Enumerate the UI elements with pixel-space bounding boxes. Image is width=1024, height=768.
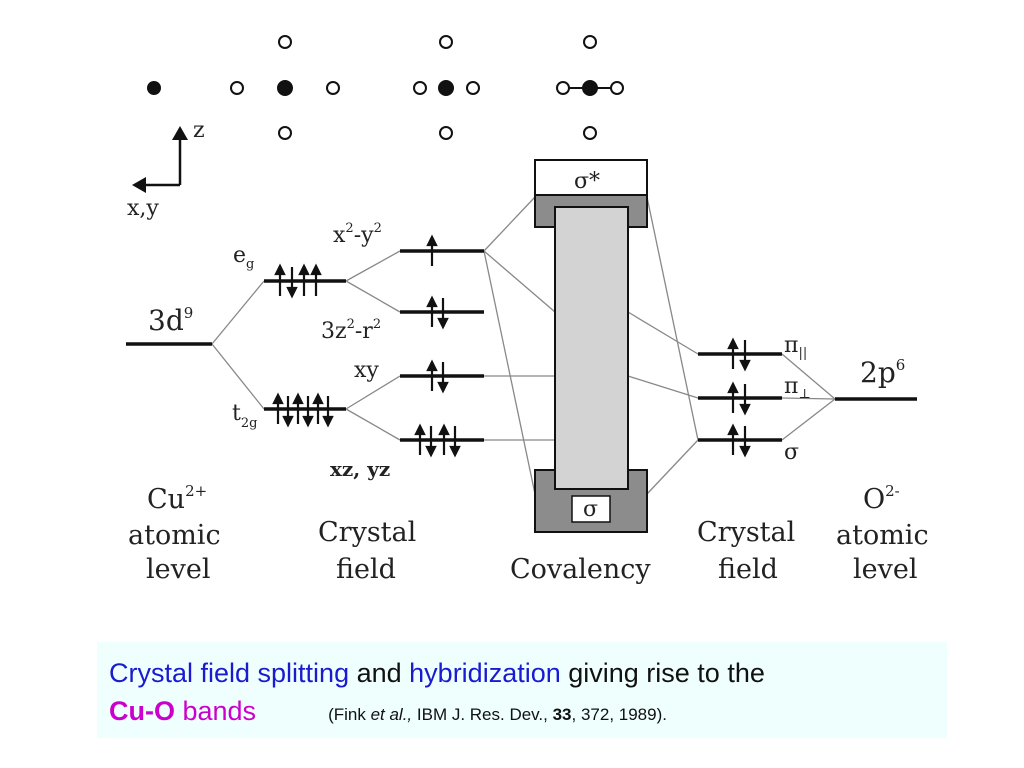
svg-text:π||: π|| — [784, 333, 807, 361]
crystal-field-diagram: z x,y 3d9 eg — [126, 35, 929, 585]
svg-text:xy: xy — [354, 358, 379, 383]
svg-text:Crystal: Crystal — [318, 517, 416, 548]
eg-level: eg — [233, 243, 346, 299]
svg-text:field: field — [718, 554, 778, 585]
o-atomic-caption: O2- atomic level — [836, 482, 929, 585]
svg-text:level: level — [146, 554, 210, 585]
caption-box: Crystal field splitting and hybridizatio… — [97, 642, 947, 738]
svg-text:Crystal: Crystal — [697, 517, 795, 548]
caption-line-2: Cu-O bands(Fink et al., IBM J. Res. Dev.… — [109, 696, 667, 726]
orbital-sketch-compressed — [413, 35, 480, 140]
x2y2-level: x2-y2 — [333, 221, 484, 266]
svg-text:Cu2+: Cu2+ — [147, 482, 207, 515]
svg-text:σ: σ — [784, 440, 799, 465]
cu-atomic-caption: Cu2+ atomic level — [128, 482, 221, 585]
covalency-caption: Covalency — [510, 554, 651, 585]
svg-text:t2g: t2g — [232, 401, 257, 431]
svg-text:O2-: O2- — [863, 482, 900, 515]
axis-xy-label: x,y — [127, 196, 159, 221]
caption-line-1: Crystal field splitting and hybridizatio… — [109, 658, 765, 688]
crystal-field-right-caption: Crystal field — [697, 517, 795, 585]
axis-indicator: z x,y — [127, 118, 205, 221]
svg-text:σ: σ — [583, 497, 598, 522]
t2g-level: t2g — [232, 392, 346, 431]
svg-text:atomic: atomic — [128, 520, 221, 551]
correlation-lines — [211, 196, 836, 495]
crystal-field-left-caption: Crystal field — [318, 517, 416, 585]
cu-3d-level: 3d9 — [126, 304, 212, 346]
axis-z-label: z — [193, 118, 205, 143]
pi-perp-level: π⊥ — [698, 374, 811, 416]
orbital-sketch-bonded — [556, 35, 624, 140]
z2r2-level: 3z2-r2 — [321, 295, 484, 344]
svg-text:π⊥: π⊥ — [784, 374, 811, 402]
orbital-sketch-single — [147, 81, 161, 95]
svg-text:2p6: 2p6 — [860, 356, 905, 389]
svg-text:σ*: σ* — [574, 169, 600, 194]
orbital-sketch-square — [230, 35, 340, 140]
svg-text:atomic: atomic — [836, 520, 929, 551]
o-2p-level: 2p6 — [835, 356, 917, 401]
citation: (Fink et al., IBM J. Res. Dev., 33, 372,… — [328, 705, 667, 724]
svg-text:level: level — [853, 554, 917, 585]
electron-arrows — [274, 263, 322, 299]
xzyz-level: xz, yz — [330, 423, 484, 481]
svg-text:3d9: 3d9 — [148, 304, 193, 337]
xy-level: xy — [354, 358, 484, 394]
svg-text:Covalency: Covalency — [510, 554, 651, 585]
covalency-band: σ* σ — [534, 159, 648, 533]
svg-text:3z2-r2: 3z2-r2 — [321, 317, 381, 344]
pi-par-level: π|| — [698, 333, 807, 372]
xzyz-label: xz, yz — [330, 457, 390, 481]
svg-text:x2-y2: x2-y2 — [333, 221, 382, 248]
svg-text:field: field — [336, 554, 396, 585]
sigma-o-level: σ — [698, 423, 799, 465]
svg-text:eg: eg — [233, 243, 254, 272]
